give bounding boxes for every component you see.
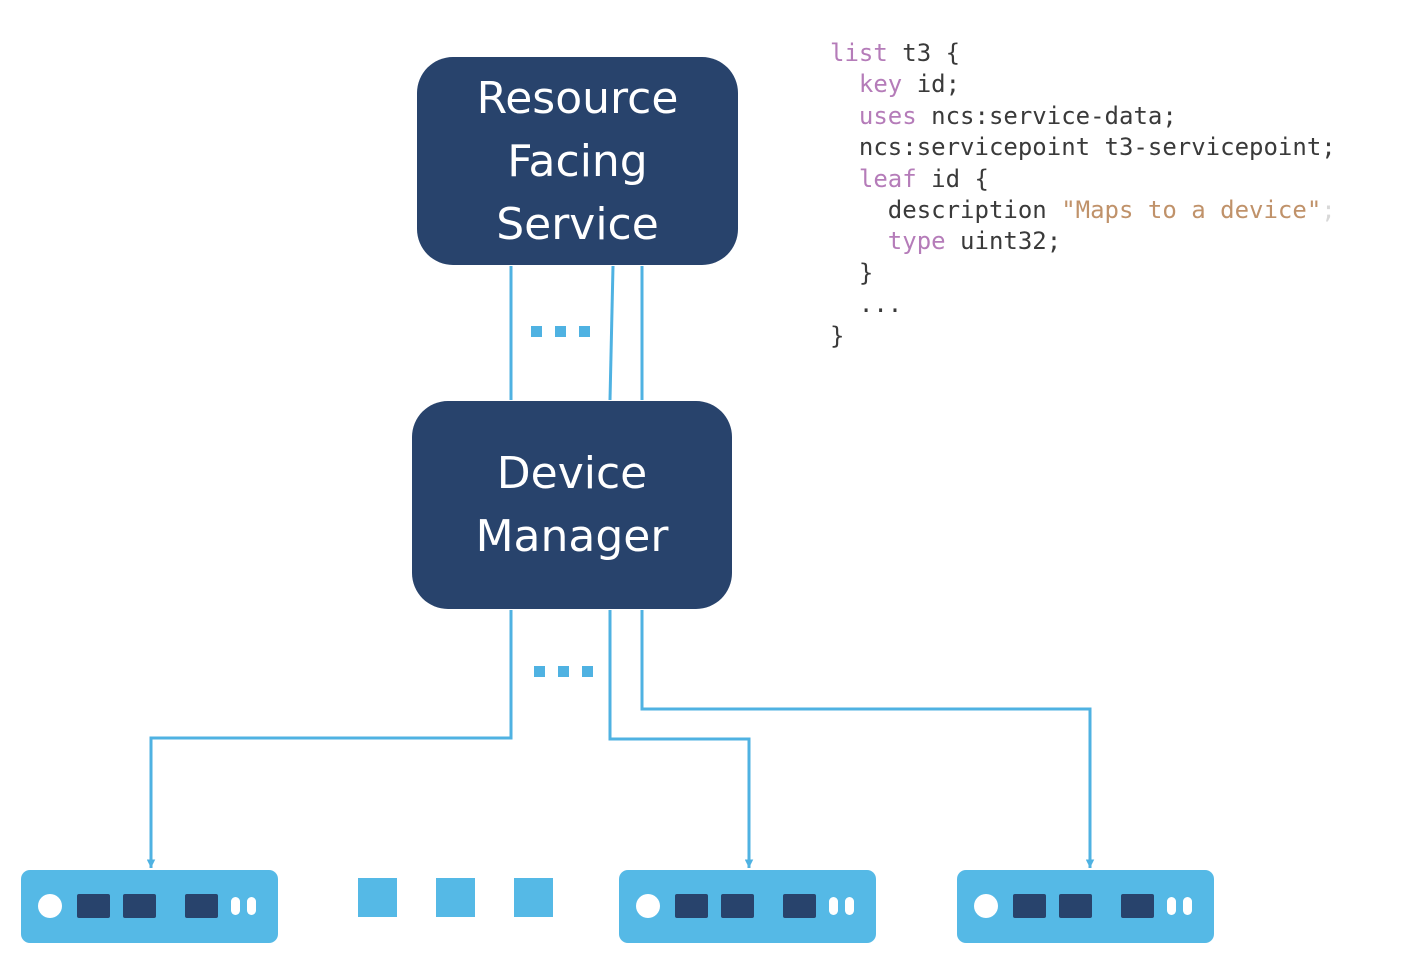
code-keyword: leaf bbox=[858, 164, 917, 193]
dm-device-3-connector bbox=[640, 610, 1095, 868]
code-line: ncs:servicepoint t3-servicepoint; bbox=[830, 132, 1336, 163]
code-keyword: list bbox=[830, 39, 888, 67]
ellipsis-dot bbox=[534, 666, 545, 677]
ellipsis-dot bbox=[579, 326, 590, 337]
ellipsis-dot bbox=[558, 666, 569, 677]
dm-device-1-connector bbox=[146, 610, 513, 868]
code-text bbox=[830, 165, 859, 193]
device-port bbox=[783, 894, 816, 918]
code-line: key id; bbox=[830, 69, 1336, 100]
device-indicator bbox=[231, 897, 240, 915]
dm-device-2-connector bbox=[608, 610, 754, 868]
resource-facing-service-label: Resource Facing Service bbox=[476, 72, 679, 250]
device-port bbox=[721, 894, 754, 918]
code-string: "Maps to a device" bbox=[1061, 196, 1322, 225]
ellipsis-dot bbox=[582, 666, 593, 677]
device-port bbox=[77, 894, 110, 918]
device-indicator bbox=[247, 897, 256, 915]
ellipsis-dot bbox=[531, 326, 542, 337]
code-text bbox=[830, 102, 859, 130]
code-text: id { bbox=[916, 164, 989, 193]
code-text: uint32; bbox=[945, 227, 1062, 256]
network-device-icon[interactable] bbox=[619, 870, 876, 943]
network-device-icon[interactable] bbox=[957, 870, 1214, 943]
device-indicator bbox=[845, 897, 854, 915]
device-indicator bbox=[829, 897, 838, 915]
ellipsis-square bbox=[436, 878, 475, 917]
ellipsis-square bbox=[514, 878, 553, 917]
device-indicator bbox=[1167, 897, 1176, 915]
resource-facing-service-node[interactable]: Resource Facing Service bbox=[417, 57, 738, 265]
code-line: } bbox=[830, 258, 1336, 289]
code-text: ncs:servicepoint t3-servicepoint; bbox=[830, 133, 1336, 162]
ellipsis-dot bbox=[555, 326, 566, 337]
code-line: uses ncs:service-data; bbox=[830, 101, 1336, 132]
code-line: list t3 { bbox=[830, 38, 1336, 69]
device-status-led bbox=[974, 894, 998, 918]
yang-code-snippet: list t3 { key id; uses ncs:service-data;… bbox=[830, 38, 1336, 352]
rfs-dm-connector-middle bbox=[608, 265, 615, 401]
device-manager-label: Device Manager bbox=[475, 448, 669, 562]
code-text: description bbox=[830, 196, 1062, 225]
code-text: id; bbox=[902, 70, 961, 99]
device-status-led bbox=[38, 894, 62, 918]
code-line: } bbox=[830, 321, 1336, 352]
device-indicator bbox=[1183, 897, 1192, 915]
device-port bbox=[1121, 894, 1154, 918]
code-keyword: uses bbox=[858, 101, 917, 130]
code-text: ; bbox=[1321, 196, 1336, 225]
code-line: type uint32; bbox=[830, 226, 1336, 257]
code-line: leaf id { bbox=[830, 164, 1336, 195]
device-port bbox=[675, 894, 708, 918]
code-keyword: key bbox=[858, 70, 903, 99]
device-port bbox=[1059, 894, 1092, 918]
device-port bbox=[185, 894, 218, 918]
code-keyword: type bbox=[887, 227, 946, 256]
network-device-icon[interactable] bbox=[21, 870, 278, 943]
code-text: t3 { bbox=[887, 39, 961, 67]
code-line: description "Maps to a device"; bbox=[830, 195, 1336, 226]
code-text: ncs:service-data; bbox=[916, 101, 1177, 130]
code-text: } bbox=[830, 258, 874, 287]
code-text bbox=[830, 70, 859, 98]
code-text bbox=[830, 227, 888, 255]
ellipsis-square bbox=[358, 878, 397, 917]
device-port bbox=[123, 894, 156, 918]
device-status-led bbox=[636, 894, 660, 918]
code-text: ... bbox=[830, 290, 903, 319]
device-port bbox=[1013, 894, 1046, 918]
code-line: ... bbox=[830, 289, 1336, 320]
code-text: } bbox=[830, 321, 845, 350]
device-manager-node[interactable]: Device Manager bbox=[412, 401, 732, 609]
